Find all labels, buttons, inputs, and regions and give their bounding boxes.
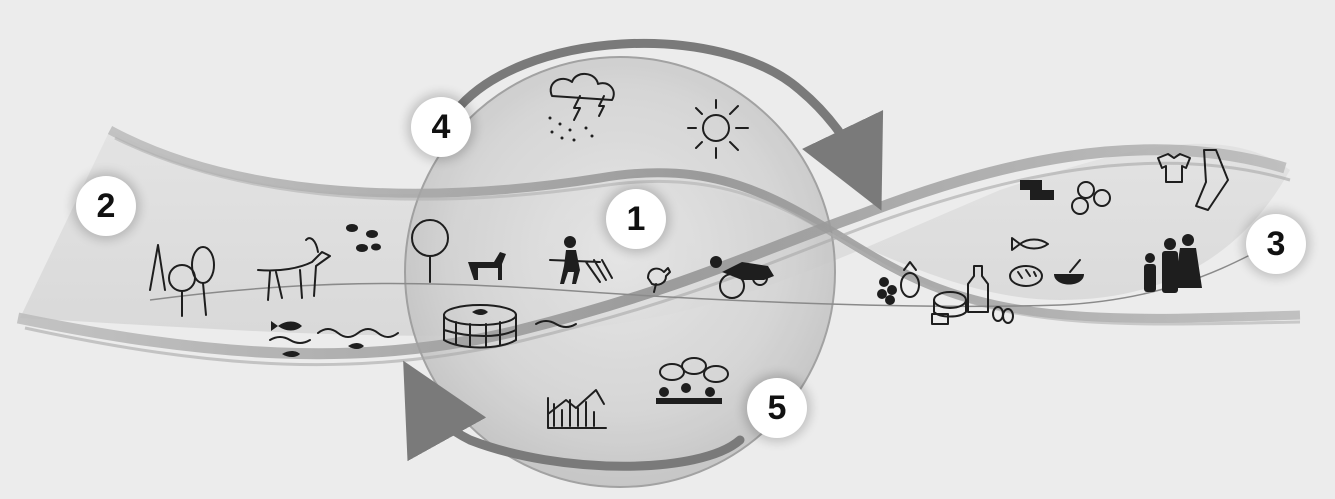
sun-icon	[687, 99, 749, 159]
bees-icon	[346, 224, 381, 252]
stage-5-badge: 5	[747, 378, 807, 438]
meeting-icon	[656, 357, 729, 404]
stage-2-badge: 2	[76, 176, 136, 236]
farmer-hoeing-icon	[549, 236, 613, 284]
central-circle	[404, 56, 836, 488]
lower-ribbon	[16, 144, 1291, 367]
clothing-icon	[1157, 149, 1229, 211]
trees-icon	[149, 244, 215, 317]
cycle-arrow-top-icon	[450, 38, 884, 211]
tree-icon	[411, 219, 449, 283]
timber-logs-icon	[1020, 180, 1111, 215]
bowl-icon	[1054, 259, 1084, 285]
fish-water-icon	[269, 321, 399, 357]
chicken-icon	[647, 267, 671, 293]
cheese-icon	[931, 291, 967, 325]
family-icon	[1144, 234, 1202, 293]
goat-icon	[468, 252, 506, 280]
stage-3-badge: 3	[1246, 214, 1306, 274]
tractor-icon	[710, 256, 774, 299]
storm-cloud-icon	[548, 73, 615, 142]
stage-4-badge: 4	[411, 97, 471, 157]
stage-1-badge: 1	[606, 189, 666, 249]
fish-icon	[1011, 237, 1049, 251]
stock-chart-icon	[547, 389, 607, 429]
cycle-arrow-bottom-icon	[403, 360, 745, 471]
upper-ribbon	[107, 126, 1301, 326]
antelope-icon	[257, 237, 331, 301]
bread-icon	[1009, 265, 1043, 287]
milk-bottle-icon	[967, 265, 989, 313]
ground-line	[149, 254, 1251, 308]
eggs-icon	[992, 306, 1014, 324]
fish-cage-icon	[443, 304, 577, 349]
fruit-icon	[877, 261, 920, 305]
